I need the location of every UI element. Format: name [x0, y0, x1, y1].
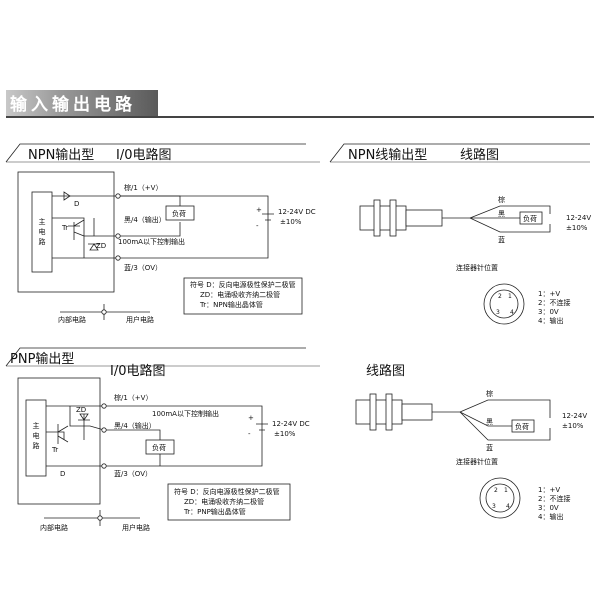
pnp-legend-box	[167, 483, 291, 521]
pnp-wire-brown: 棕	[486, 389, 493, 398]
svg-text:4: 4	[506, 503, 510, 510]
pnp-pin-4: 4：输出	[538, 512, 563, 521]
npn-sensor-body	[359, 205, 407, 231]
pnp-wire-blue: 蓝	[486, 443, 493, 452]
title-banner: 输入输出电路	[6, 90, 594, 118]
npn-transistor-label: Tr	[61, 224, 68, 232]
pnp-main-circuit-block	[25, 399, 47, 477]
npn-pin-2: 2：不连接	[538, 298, 570, 307]
pnp-pin-1: 1：+V	[538, 486, 560, 494]
npn-wire-black: 黑	[498, 210, 505, 218]
pnp-wire-tab-subtitle: 线路图	[366, 363, 405, 379]
npn-wire-load-box	[519, 211, 543, 225]
pnp-internal-box	[17, 377, 101, 505]
npn-internal-label: 内部电路	[58, 315, 86, 324]
pnp-plus-label: +	[248, 414, 254, 422]
npn-tab-title: NPN输出型	[28, 147, 94, 163]
npn-wire-brown: 棕	[498, 195, 505, 204]
npn-user-label: 用户电路	[126, 315, 154, 324]
npn-wire-section: NPN线输出型 线路图 棕 黑 蓝 负荷 12-24V ±10% 连接器针位置 …	[329, 143, 591, 325]
npn-legend-zd: ZD：电涌吸收齐纳二极管	[200, 290, 280, 299]
svg-text:3: 3	[496, 309, 500, 316]
npn-plus-label: +	[256, 206, 262, 214]
pnp-user-label: 用户电路	[122, 523, 150, 532]
npn-minus-label: -	[256, 222, 259, 230]
pnp-section: PNP输出型 I/0电路图 主电路 D Tr ZD 棕/1（+V） 100mA以…	[5, 347, 320, 532]
pnp-legend-d: 符号 D：反向电源极性保护二极管	[174, 487, 280, 496]
npn-pin-1: 1：+V	[538, 290, 560, 298]
pnp-brown-label: 棕/1（+V）	[114, 393, 152, 402]
pnp-pin-3: 3：0V	[538, 504, 559, 512]
svg-text:1: 1	[508, 293, 512, 300]
pnp-sensor-body	[355, 399, 403, 425]
npn-legend-box	[183, 277, 303, 315]
svg-text:2: 2	[494, 487, 498, 494]
npn-wire-tab-title: NPN线输出型	[348, 147, 427, 163]
pnp-diode-label: D	[60, 470, 65, 478]
npn-section: NPN输出型 I/0电路图 主电路 D Tr ZD 棕/1（+V） 黑	[5, 143, 320, 324]
npn-wire-supply: 12-24V	[566, 214, 591, 222]
npn-brown-label: 棕/1（+V）	[124, 183, 162, 192]
npn-wire-blue: 蓝	[498, 235, 505, 244]
npn-blue-label: 蓝/3（OV）	[124, 263, 162, 272]
pnp-black-label: 黑/4（输出）	[114, 421, 156, 430]
npn-zener-label: ZD	[96, 242, 106, 250]
svg-text:1: 1	[504, 487, 508, 494]
npn-pin-4: 4：输出	[538, 316, 563, 325]
pnp-pin-2: 2：不连接	[538, 494, 570, 503]
pnp-main-circuit-label: 主电路	[33, 421, 40, 450]
pnp-tab-subtitle: I/0电路图	[110, 363, 166, 379]
npn-load-box	[165, 205, 195, 221]
pnp-wire-supply: 12-24V	[562, 412, 587, 420]
npn-supply-tolerance: ±10%	[280, 218, 302, 226]
pnp-minus-label: -	[248, 430, 251, 438]
pnp-legend-tr: Tr：PNP输出晶体管	[183, 507, 246, 516]
pnp-legend-zd: ZD：电涌吸收齐纳二极管	[184, 497, 264, 506]
npn-legend-tr: Tr：NPN输出晶体管	[199, 300, 263, 309]
npn-supply-voltage: 12-24V DC	[278, 208, 316, 216]
pnp-supply-voltage: 12-24V DC	[272, 420, 310, 428]
pnp-load-label: 负荷	[152, 443, 166, 452]
npn-load-label: 负荷	[172, 209, 186, 218]
svg-text:2: 2	[498, 293, 502, 300]
pnp-wire-tolerance: ±10%	[562, 422, 584, 430]
pnp-blue-label: 蓝/3（OV）	[114, 469, 152, 478]
pnp-wire-black: 黑	[486, 418, 493, 426]
npn-connector-title: 连接器针位置	[456, 263, 498, 272]
npn-wire-tab-subtitle: 线路图	[460, 147, 499, 163]
pnp-wire-section: 线路图 棕 黑 蓝 负荷 12-24V ±10% 连接器针位置 2 1 3 4 …	[355, 363, 587, 521]
pnp-internal-label: 内部电路	[40, 523, 68, 532]
npn-main-circuit-block	[31, 191, 53, 273]
pnp-wire-load-box	[511, 419, 535, 433]
npn-wire-load-label: 负荷	[523, 214, 537, 223]
npn-main-circuit-label: 主电路	[39, 217, 46, 246]
npn-black-label: 黑/4（输出）	[124, 215, 166, 224]
pnp-zener-label: ZD	[76, 406, 86, 414]
pnp-tab-title: PNP输出型	[10, 351, 74, 367]
banner-title: 输入输出电路	[10, 94, 136, 115]
pnp-connector-title: 连接器针位置	[456, 457, 498, 466]
npn-control-label: 100mA以下控制输出	[118, 237, 185, 246]
pnp-wire-load-label: 负荷	[515, 422, 529, 431]
pnp-transistor-label: Tr	[51, 446, 58, 454]
npn-legend-d: 符号 D：反向电源极性保护二极管	[190, 280, 296, 289]
svg-text:4: 4	[510, 309, 514, 316]
pnp-supply-tolerance: ±10%	[274, 430, 296, 438]
svg-text:3: 3	[492, 503, 496, 510]
npn-tab-frame	[5, 143, 306, 163]
npn-tab-subtitle: I/0电路图	[116, 147, 172, 163]
npn-wire-tolerance: ±10%	[566, 224, 588, 232]
pnp-load-box	[145, 439, 175, 455]
npn-pin-3: 3：0V	[538, 308, 559, 316]
npn-diode-label: D	[74, 200, 79, 208]
pnp-control-label: 100mA以下控制输出	[152, 409, 219, 418]
